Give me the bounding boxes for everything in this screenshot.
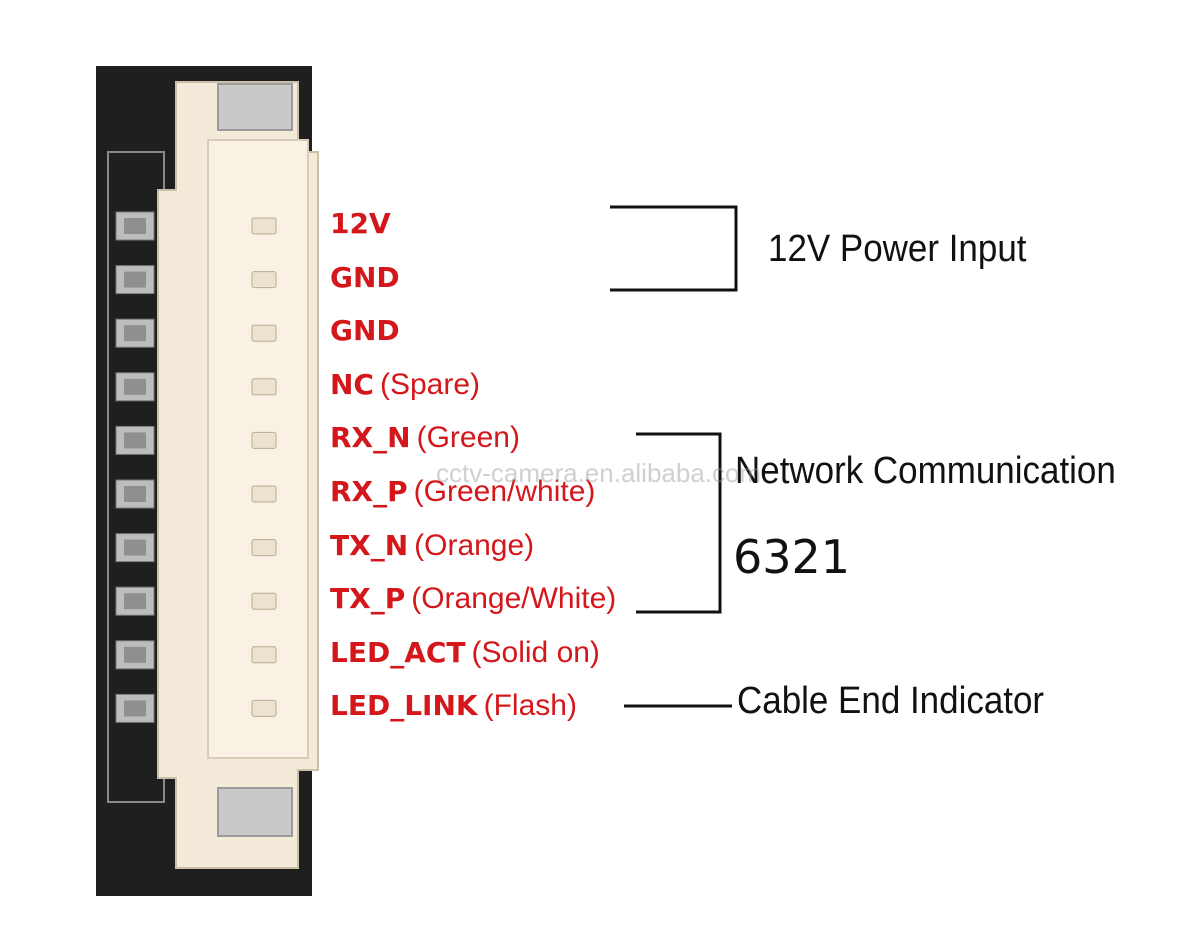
contact-slot xyxy=(251,271,277,289)
solder-pins xyxy=(115,211,155,723)
pin-note: (Orange) xyxy=(414,528,535,562)
pin-note: (Green) xyxy=(416,421,520,455)
bottom-latch xyxy=(217,787,293,837)
solder-pin-center xyxy=(124,271,146,288)
pin-name: LED_LINK xyxy=(330,689,478,723)
network-communication-label: Network Communication xyxy=(735,450,1116,492)
contact-slot xyxy=(251,378,277,396)
pin-name: TX_N xyxy=(330,528,409,562)
pin-label-row: GND xyxy=(330,315,400,347)
pin-label-row: RX_N(Green) xyxy=(330,422,520,454)
top-latch xyxy=(217,83,293,131)
pin-note: (Green/white) xyxy=(413,475,596,508)
contact-slot xyxy=(251,431,277,449)
watermark: cctv-camera.en.alibaba.com xyxy=(436,458,762,488)
contact-slot xyxy=(251,539,277,557)
pin-label-row: TX_N(Orange) xyxy=(330,528,535,562)
pin-note: (Flash) xyxy=(483,689,577,723)
contact-slots xyxy=(251,217,277,717)
chip-number-label: 6321 xyxy=(733,530,851,584)
pin-label-row: NC(Spare) xyxy=(330,367,481,401)
solder-pin-center xyxy=(124,432,146,449)
solder-pin-center xyxy=(124,539,146,556)
pin-name: GND xyxy=(330,314,400,348)
network-bracket xyxy=(636,432,722,614)
pin-note: (Solid on) xyxy=(471,635,600,669)
pin-name: RX_P xyxy=(330,475,408,508)
pin-name: GND xyxy=(330,260,400,294)
contact-slot xyxy=(251,699,277,717)
pin-name: RX_N xyxy=(330,421,411,455)
solder-pin-center xyxy=(124,593,146,610)
contact-slot xyxy=(251,485,277,503)
contact-slot xyxy=(251,324,277,342)
contact-slot xyxy=(251,646,277,664)
pin-note: (Orange/White) xyxy=(411,582,617,616)
pin-label-row: LED_LINK(Flash) xyxy=(330,690,577,722)
pin-label-row: LED_ACT(Solid on) xyxy=(330,635,600,669)
power-bracket xyxy=(610,205,738,292)
contact-slot xyxy=(251,217,277,235)
pin-name: LED_ACT xyxy=(330,635,466,669)
solder-pin-center xyxy=(124,378,146,395)
pin-note: (Spare) xyxy=(379,367,481,401)
pin-name: TX_P xyxy=(330,582,406,616)
contact-slot xyxy=(251,592,277,610)
solder-pin-center xyxy=(124,700,146,717)
solder-pin-center xyxy=(124,325,146,342)
power-input-label: 12V Power Input xyxy=(768,228,1027,270)
solder-pin-center xyxy=(124,218,146,234)
pin-name: NC xyxy=(330,367,374,401)
solder-pin-center xyxy=(124,486,146,502)
solder-pin-center xyxy=(124,646,146,663)
pin-label-row: 12V xyxy=(330,208,391,240)
pin-label-row: GND xyxy=(330,260,400,294)
cable-end-indicator-label: Cable End Indicator xyxy=(737,680,1045,722)
pin-label-row: RX_P(Green/white) xyxy=(330,476,595,508)
pin-label-row: TX_P(Orange/White) xyxy=(330,583,616,615)
pin-name: 12V xyxy=(330,207,391,240)
